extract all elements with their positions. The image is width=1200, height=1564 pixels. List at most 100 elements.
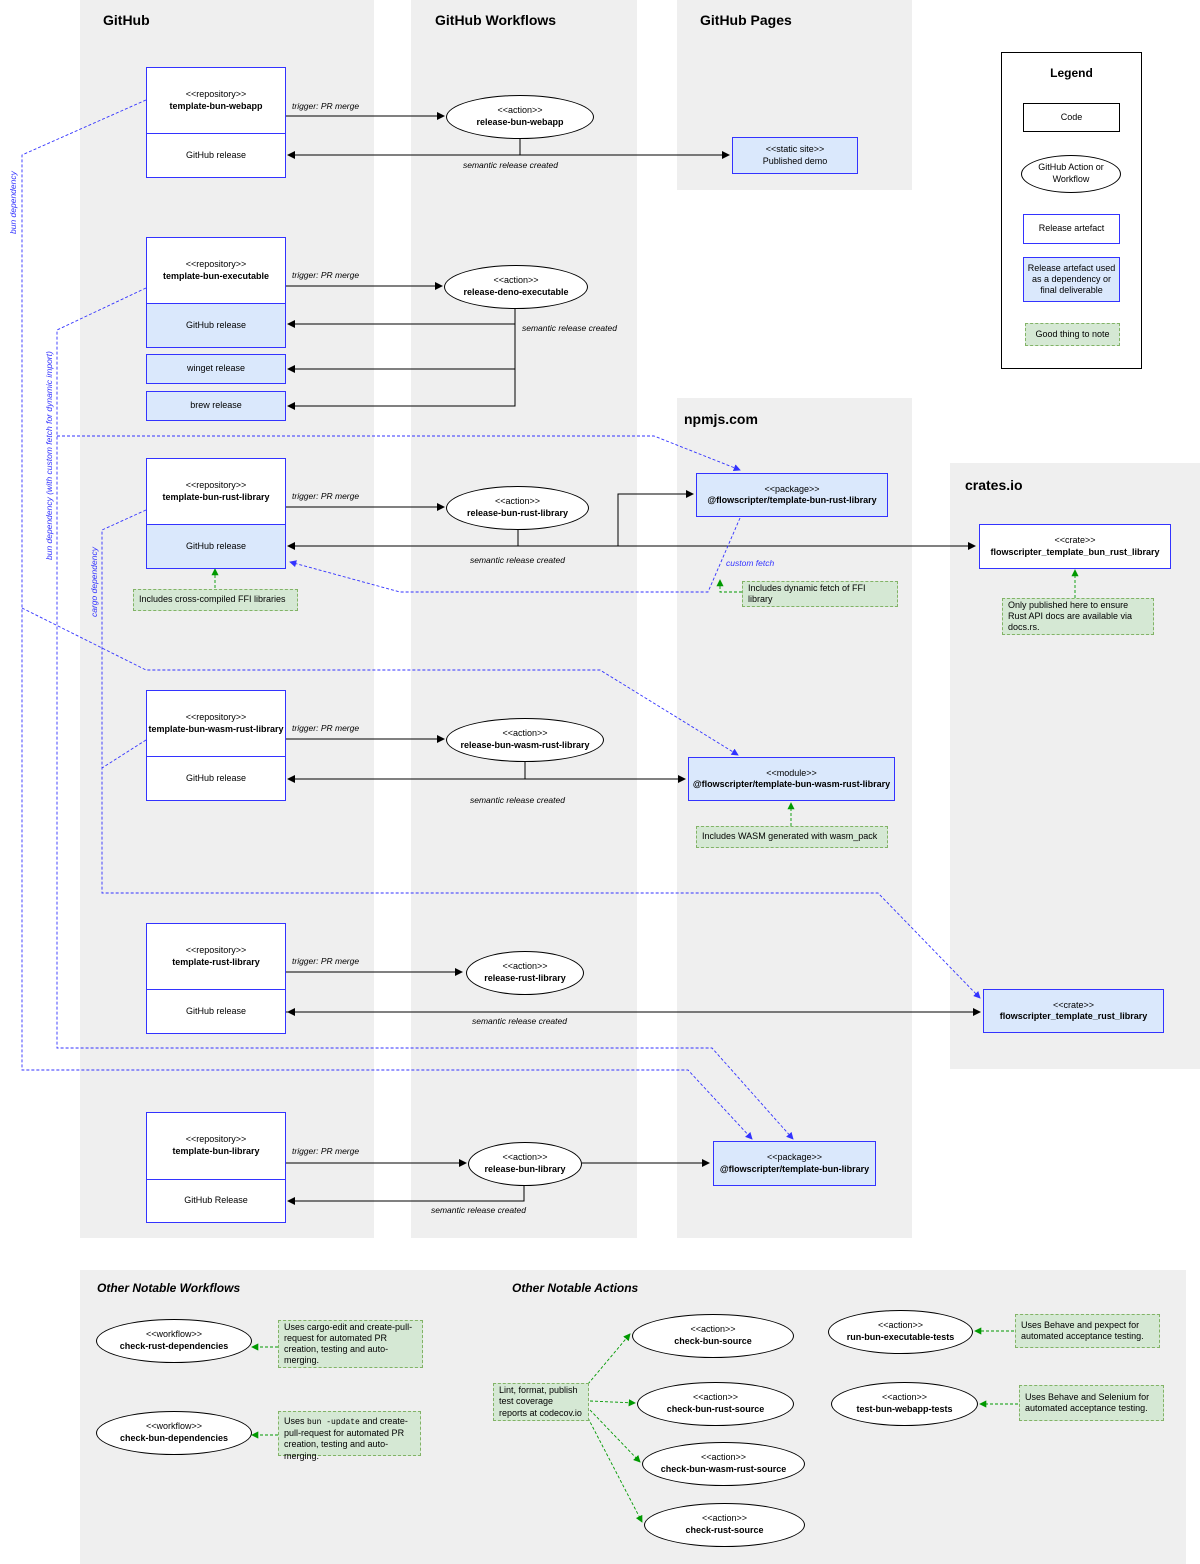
action-name: release-bun-rust-library bbox=[466, 508, 569, 518]
stereotype: <<repository>> bbox=[185, 258, 247, 269]
label-cargo-dependency: cargo dependency bbox=[89, 547, 99, 617]
trigger-label: trigger: PR merge bbox=[292, 270, 360, 280]
github-release-executable[interactable]: GitHub release bbox=[146, 303, 286, 348]
stereotype: <<action>> bbox=[701, 1513, 748, 1524]
trigger-label: trigger: PR merge bbox=[292, 723, 360, 733]
stereotype: <<action>> bbox=[690, 1324, 736, 1335]
repo-bun-library[interactable]: <<repository>> template-bun-library bbox=[146, 1112, 286, 1179]
action-release-rust-library[interactable]: <<action>> release-rust-library bbox=[466, 951, 584, 995]
action-release-bun-wasm-rust-library[interactable]: <<action>> release-bun-wasm-rust-library bbox=[446, 718, 604, 762]
github-release-wasm[interactable]: GitHub release bbox=[146, 756, 286, 801]
legend-label: GitHub Action or bbox=[1038, 162, 1104, 173]
note-text: Includes dynamic fetch of FFI library bbox=[748, 582, 866, 604]
semantic-label: semantic release created bbox=[470, 795, 565, 805]
workflow-check-rust-dependencies[interactable]: <<workflow>> check-rust-dependencies bbox=[96, 1319, 252, 1363]
published-demo[interactable]: <<static site>> Published demo bbox=[732, 137, 858, 174]
stereotype: <<action>> bbox=[502, 1152, 548, 1163]
action-name: release-bun-library bbox=[484, 1164, 566, 1174]
stereotype: <<action>> bbox=[700, 1452, 747, 1463]
repo-name: template-bun-webapp bbox=[169, 100, 263, 111]
repo-rust-library[interactable]: <<repository>> template-bun-rust-library bbox=[146, 458, 286, 524]
note-bun-update: Uses bun -update and create-pull-request… bbox=[278, 1411, 421, 1461]
action-check-bun-wasm-rust-source[interactable]: <<action>> check-bun-wasm-rust-source bbox=[642, 1442, 805, 1486]
trigger-label: trigger: PR merge bbox=[292, 101, 360, 111]
repo-rust-library-pure[interactable]: <<repository>> template-rust-library bbox=[146, 923, 286, 989]
action-name: run-bun-executable-tests bbox=[846, 1332, 955, 1342]
action-name: release-rust-library bbox=[484, 973, 566, 983]
repo-name: template-bun-library bbox=[172, 1146, 260, 1156]
lane-title-github: GitHub bbox=[103, 12, 150, 28]
note-text: Uses bbox=[284, 1416, 308, 1426]
crate-bun-rust-library[interactable]: <<crate>> flowscripter_template_bun_rust… bbox=[979, 524, 1171, 569]
github-release-webapp[interactable]: GitHub release bbox=[146, 133, 286, 178]
stereotype: <<repository>> bbox=[185, 944, 247, 955]
crate-rust-library[interactable]: <<crate>> flowscripter_template_rust_lib… bbox=[983, 989, 1164, 1033]
repo-executable[interactable]: <<repository>> template-bun-executable bbox=[146, 237, 286, 303]
edge-dep-wasm-cargo bbox=[101, 739, 147, 769]
legend-label: Release artefact used bbox=[1027, 262, 1116, 273]
package-template-bun-library[interactable]: <<package>> @flowscripter/template-bun-l… bbox=[713, 1141, 876, 1186]
action-check-bun-source[interactable]: <<action>> check-bun-source bbox=[632, 1314, 794, 1358]
stereotype: <<action>> bbox=[692, 1392, 739, 1403]
note-text: Lint, format, publish test coverage repo… bbox=[499, 1385, 582, 1418]
stereotype: <<repository>> bbox=[185, 711, 247, 722]
stereotype: <<action>> bbox=[877, 1320, 924, 1331]
action-check-bun-rust-source[interactable]: <<action>> check-bun-rust-source bbox=[637, 1382, 794, 1426]
note-text: Includes cross-compiled FFI libraries bbox=[139, 594, 286, 605]
edge-exec-winget bbox=[287, 324, 516, 373]
workflow-check-bun-dependencies[interactable]: <<workflow>> check-bun-dependencies bbox=[96, 1411, 252, 1455]
action-release-bun-rust-library[interactable]: <<action>> release-bun-rust-library bbox=[446, 486, 589, 530]
action-name: check-rust-source bbox=[685, 1525, 764, 1535]
github-release-rust-library[interactable]: GitHub release bbox=[146, 524, 286, 569]
action-check-rust-source[interactable]: <<action>> check-rust-source bbox=[644, 1503, 805, 1547]
edge-note-lint-2 bbox=[589, 1399, 636, 1407]
note-rust-docs: Only published here to ensure Rust API d… bbox=[1002, 598, 1154, 635]
note-text: Uses Behave and pexpect for automated ac… bbox=[1021, 1319, 1144, 1341]
github-release-bun-library[interactable]: GitHub Release bbox=[146, 1179, 286, 1223]
brew-release[interactable]: brew release bbox=[146, 391, 286, 421]
action-release-deno-executable[interactable]: <<action>> release-deno-executable bbox=[444, 265, 588, 309]
trigger-label: trigger: PR merge bbox=[292, 956, 360, 966]
stereotype: <<package>> bbox=[766, 1152, 823, 1163]
action-run-bun-executable-tests[interactable]: <<action>> run-bun-executable-tests bbox=[828, 1310, 973, 1354]
workflow-name: check-rust-dependencies bbox=[119, 1341, 229, 1351]
edge-dep-webapp bbox=[21, 99, 753, 1140]
legend-dependency: Release artefact used as a dependency or… bbox=[1023, 257, 1120, 302]
label-custom-fetch: custom fetch bbox=[726, 558, 775, 568]
github-release-pure-rust[interactable]: GitHub release bbox=[146, 989, 286, 1034]
stereotype: <<repository>> bbox=[185, 88, 247, 99]
module-template-bun-wasm-rust-library[interactable]: <<module>> @flowscripter/template-bun-wa… bbox=[688, 757, 895, 801]
lane-title-crates: crates.io bbox=[965, 477, 1023, 493]
legend-code: Code bbox=[1023, 103, 1120, 132]
stereotype: <<action>> bbox=[502, 961, 548, 972]
note-behave-pexpect: Uses Behave and pexpect for automated ac… bbox=[1015, 1314, 1160, 1348]
action-name: check-bun-source bbox=[674, 1336, 752, 1346]
stereotype: <<crate>> bbox=[1054, 535, 1096, 546]
action-name: release-deno-executable bbox=[463, 287, 569, 297]
winget-release[interactable]: winget release bbox=[146, 354, 286, 384]
legend-artefact: Release artefact bbox=[1023, 214, 1120, 244]
package-template-bun-rust-library[interactable]: <<package>> @flowscripter/template-bun-r… bbox=[696, 473, 888, 517]
repo-webapp[interactable]: <<repository>> template-bun-webapp bbox=[146, 67, 286, 133]
lane-title-pages: GitHub Pages bbox=[700, 12, 792, 28]
legend-label: Release artefact bbox=[1038, 223, 1105, 234]
edge-note-dynfetch bbox=[716, 579, 742, 593]
legend: Legend bbox=[1001, 52, 1142, 369]
repo-wasm-rust-library[interactable]: <<repository>> template-bun-wasm-rust-li… bbox=[146, 690, 286, 756]
artefact-name: flowscripter_template_bun_rust_library bbox=[990, 546, 1160, 557]
action-release-bun-webapp[interactable]: <<action>> release-bun-webapp bbox=[446, 95, 594, 139]
section-title-workflows: Other Notable Workflows bbox=[97, 1281, 241, 1295]
semantic-label: semantic release created bbox=[431, 1205, 526, 1215]
lane-workflows bbox=[411, 0, 637, 1238]
action-test-bun-webapp-tests[interactable]: <<action>> test-bun-webapp-tests bbox=[831, 1382, 978, 1426]
lane-other bbox=[80, 1270, 1186, 1564]
semantic-label: semantic release created bbox=[463, 160, 558, 170]
artefact-name: winget release bbox=[186, 363, 246, 374]
stereotype: <<repository>> bbox=[185, 479, 247, 490]
edge-dep-rustlib-cargo bbox=[101, 509, 981, 999]
action-release-bun-library[interactable]: <<action>> release-bun-library bbox=[468, 1142, 582, 1186]
action-name: release-bun-webapp bbox=[476, 117, 564, 127]
stereotype: <<action>> bbox=[502, 728, 548, 739]
edge-exec-ghrel bbox=[287, 308, 516, 328]
action-name: check-bun-wasm-rust-source bbox=[660, 1464, 787, 1474]
